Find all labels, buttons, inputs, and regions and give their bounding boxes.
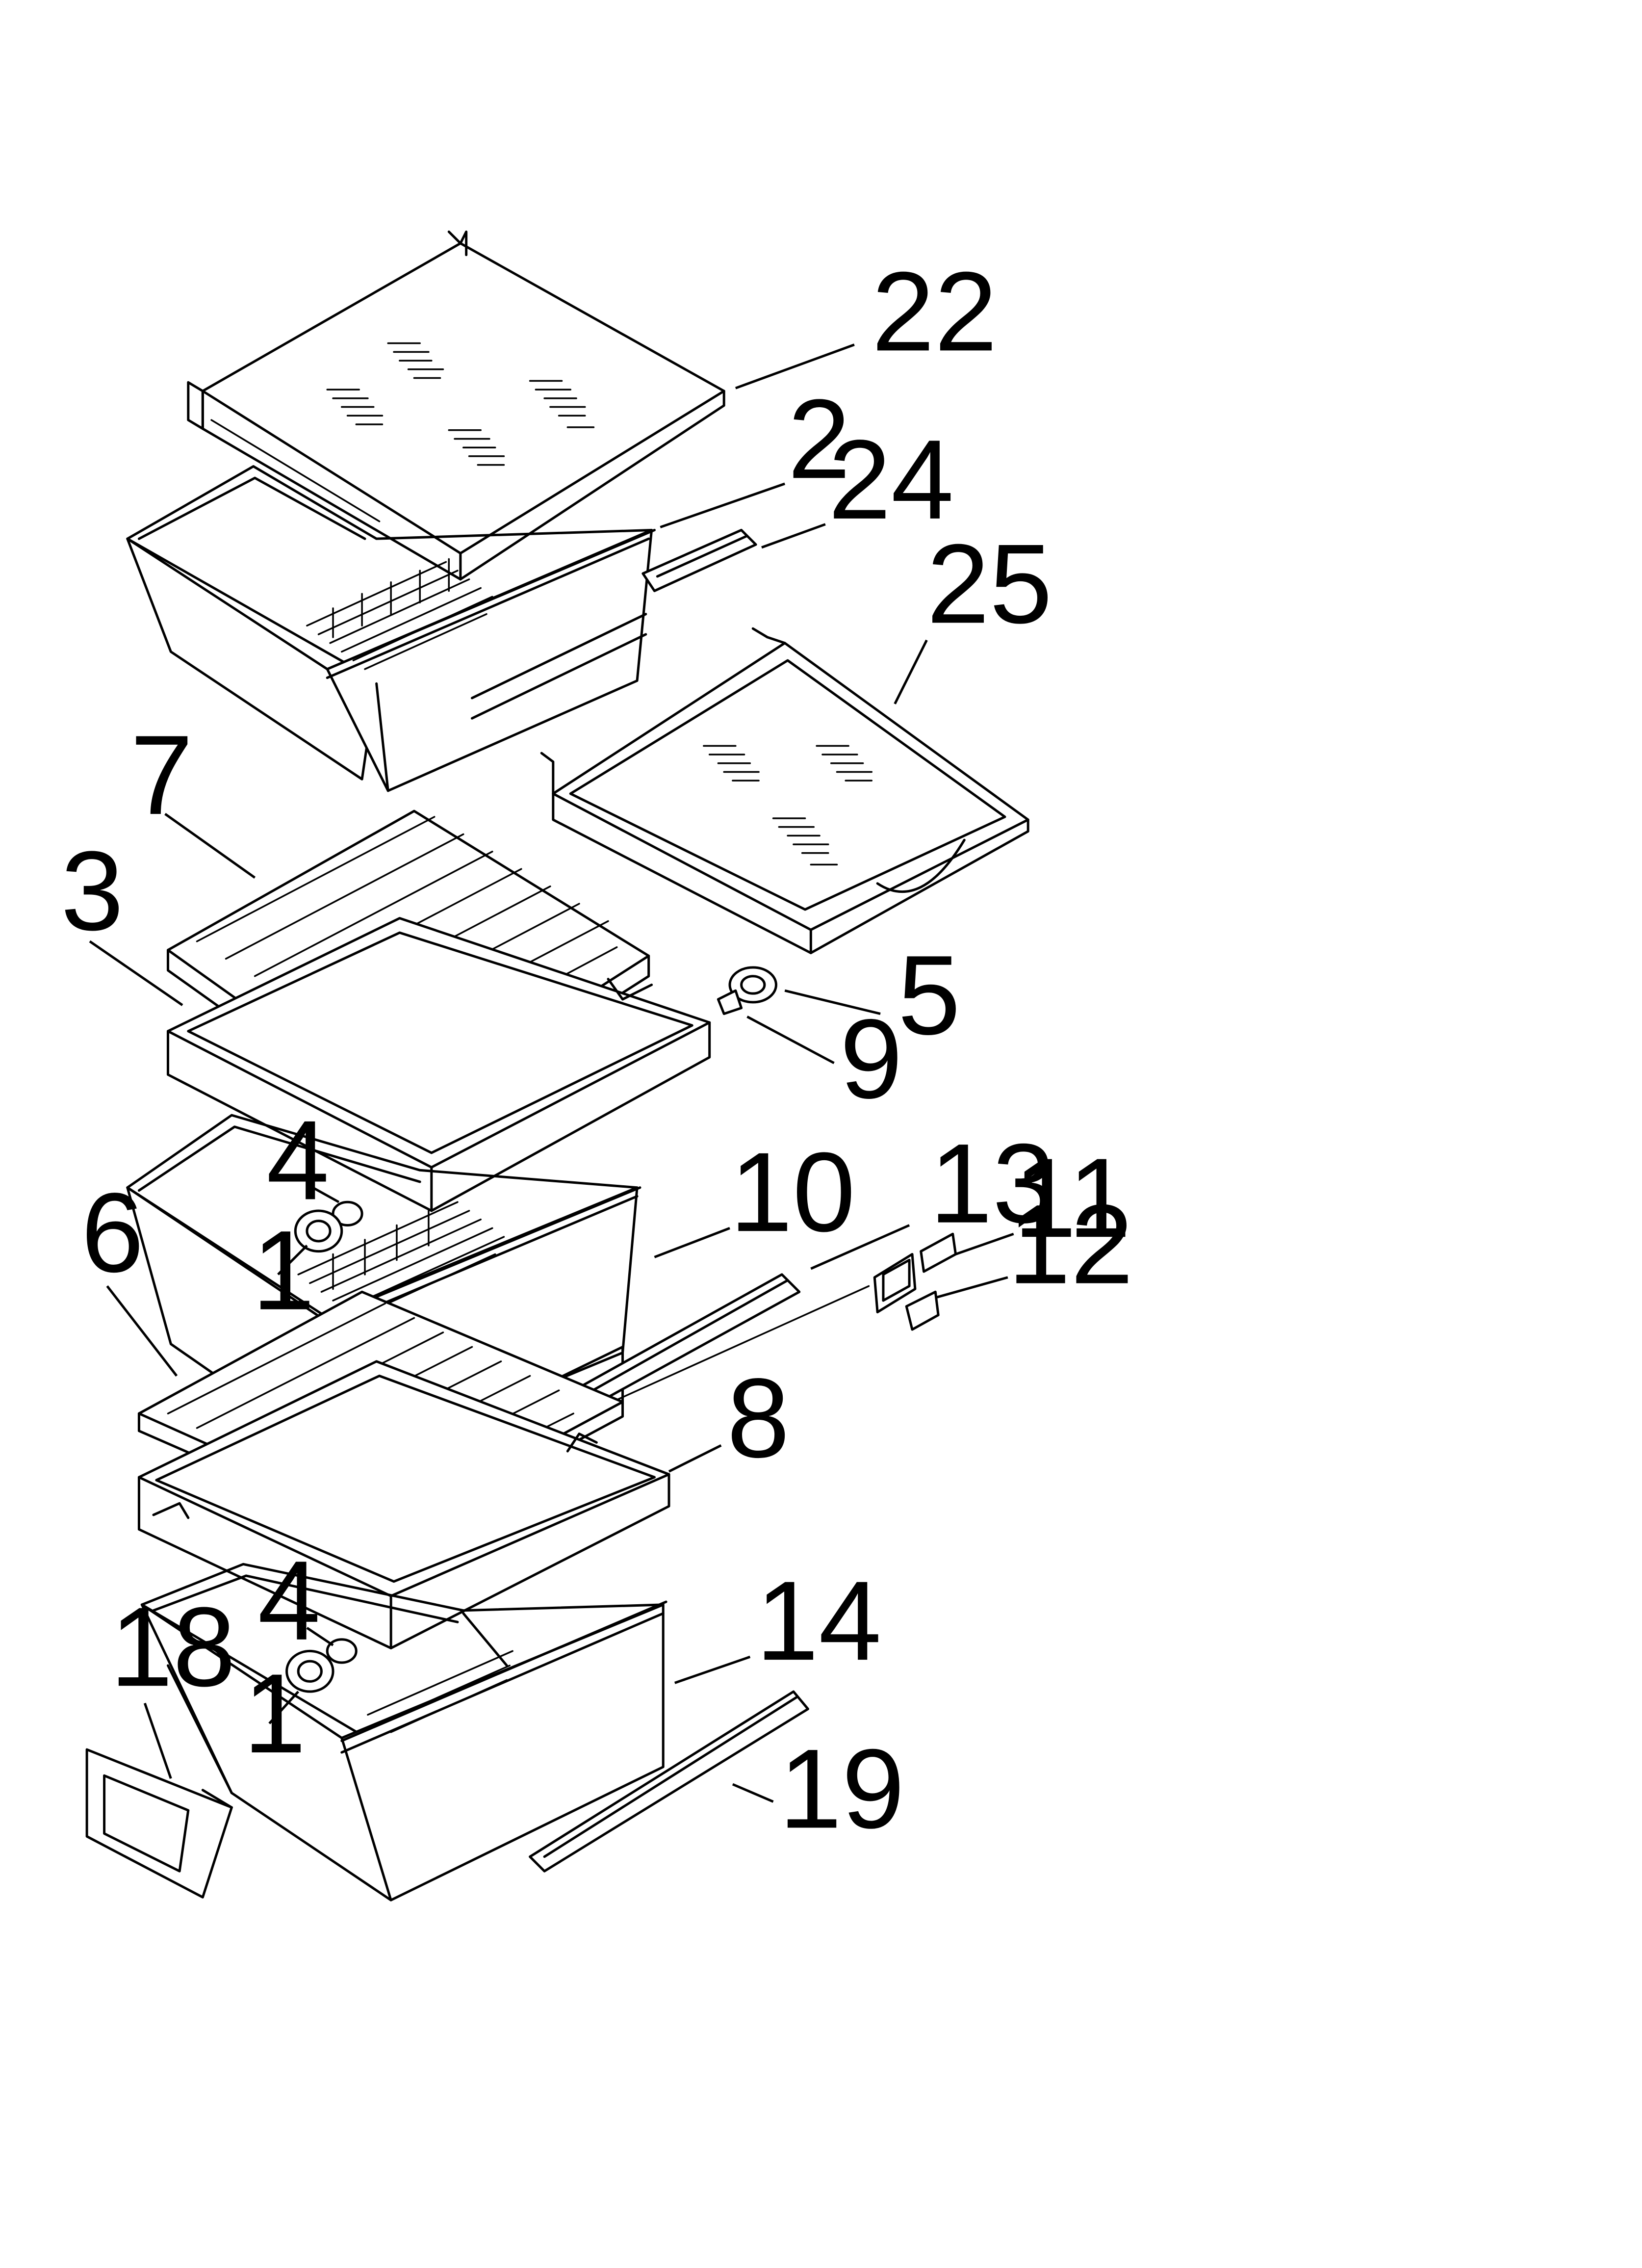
callout-1-upper: 1 [252, 1207, 315, 1333]
part-18-badge [87, 1749, 231, 1897]
part-12-clip [906, 1292, 938, 1330]
callout-13: 13 [929, 1121, 1055, 1247]
part-9-screw [718, 991, 741, 1014]
part-25-glass-shelf [541, 628, 1028, 953]
part-4-upper-wheel-axle [333, 1202, 362, 1225]
part-11-bracket [874, 1234, 955, 1312]
callout-3: 3 [61, 828, 124, 954]
part-8-shelf-frame [139, 1361, 669, 1648]
callout-11: 11 [1014, 1135, 1131, 1261]
part-1-upper-wheel [295, 1211, 341, 1251]
callout-7: 7 [130, 712, 193, 838]
callout-4-lower: 4 [258, 1538, 321, 1664]
callout-6: 6 [81, 1170, 144, 1296]
callout-2: 2 [788, 376, 850, 502]
part-24-rail [643, 530, 756, 591]
callout-8: 8 [727, 1355, 790, 1481]
part-1-lower-wheel [287, 1651, 333, 1692]
part-4-lower-wheel-axle [327, 1640, 356, 1663]
callout-19: 19 [779, 1726, 904, 1852]
callout-4-upper: 4 [266, 1097, 329, 1223]
part-14-lower-crisper-drawer [142, 1564, 666, 1900]
part-2-top-crisper-drawer [128, 467, 655, 791]
callout-24: 24 [828, 417, 954, 543]
part-22-top-shelf [188, 232, 724, 579]
callout-9: 9 [840, 996, 902, 1122]
leader-lines [90, 345, 1014, 1802]
callout-22: 22 [872, 248, 997, 374]
callout-1-lower: 1 [243, 1650, 306, 1776]
part-3-shelf-frame [168, 918, 709, 1211]
callout-18: 18 [110, 1584, 235, 1710]
part-5-glide [730, 967, 776, 1002]
callout-25: 25 [927, 521, 1052, 647]
callout-12: 12 [1008, 1181, 1133, 1307]
part-19-rail [530, 1692, 808, 1871]
callout-5: 5 [898, 932, 960, 1058]
callout-14: 14 [756, 1558, 881, 1684]
callout-labels: 22 2 24 25 7 3 5 9 4 10 13 11 12 1 6 8 4… [61, 248, 1133, 1851]
callout-10: 10 [730, 1129, 855, 1255]
